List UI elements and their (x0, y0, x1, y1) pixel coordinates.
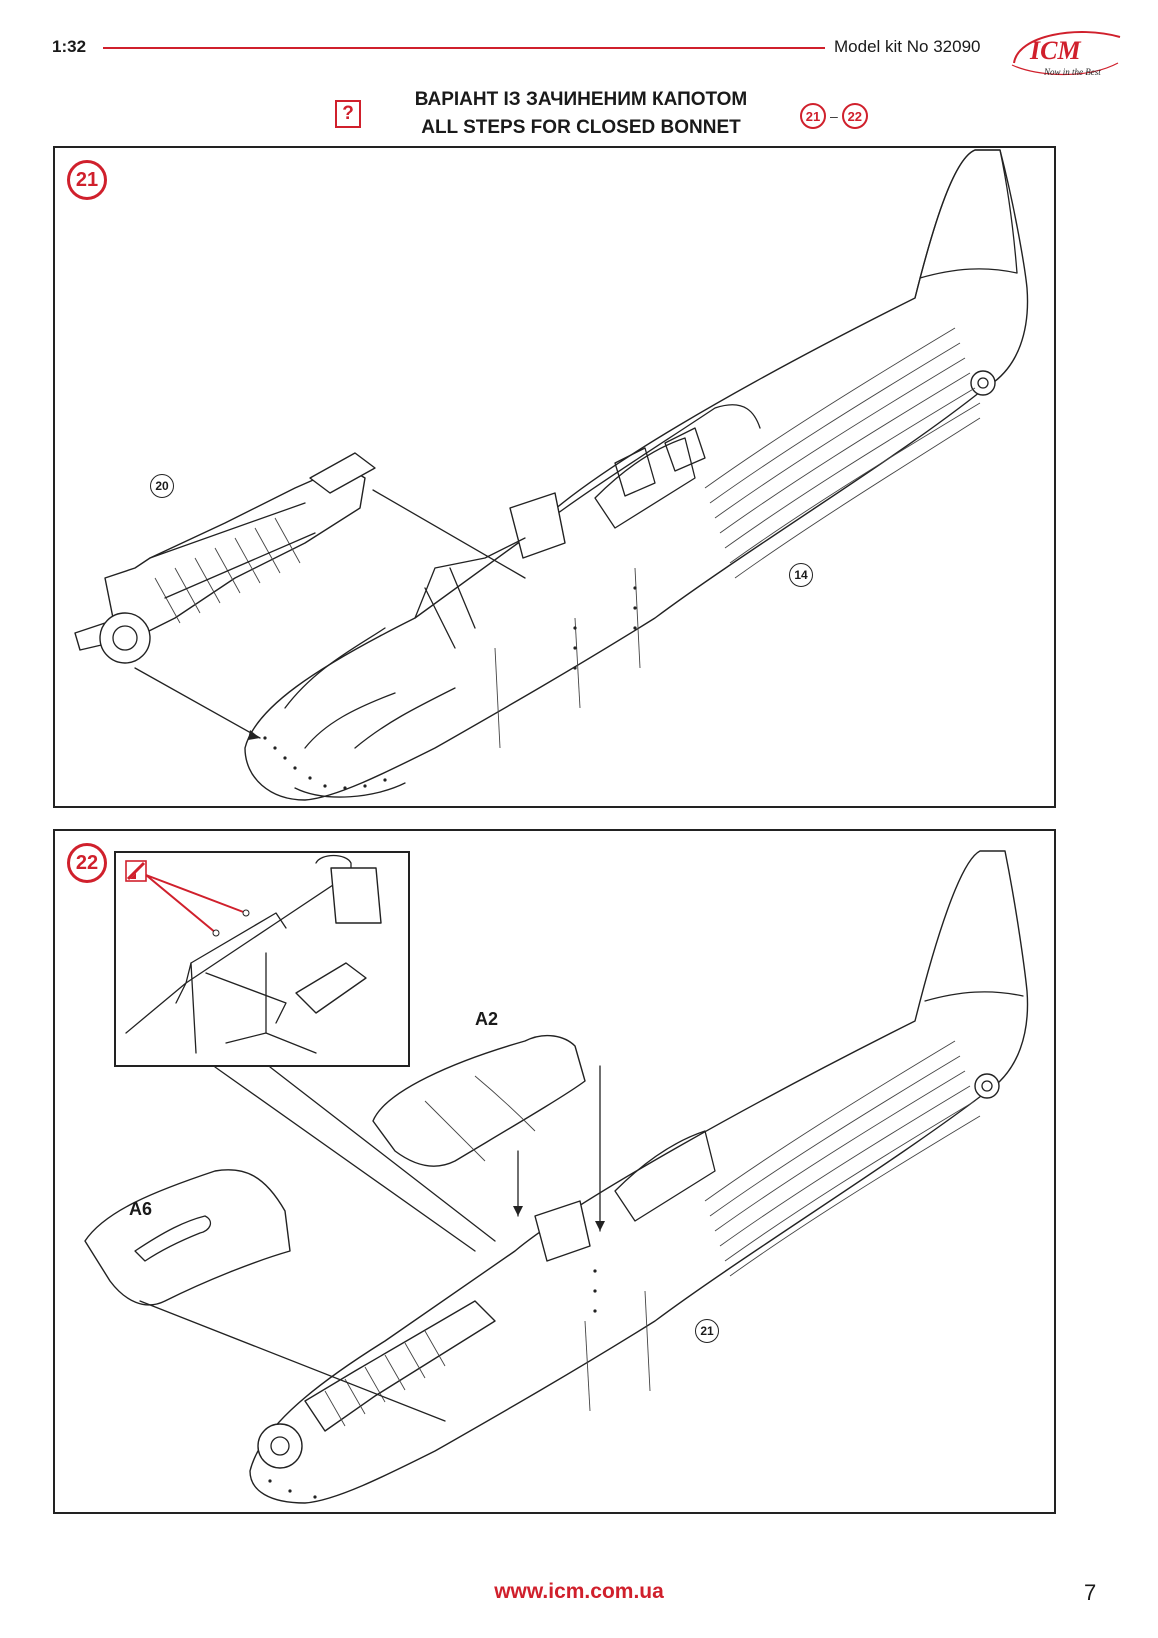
title-ukrainian: ВАРІАНТ ІЗ ЗАЧИНЕНИМ КАПОТОМ (414, 89, 748, 110)
fuselage-drawing (244, 149, 1029, 801)
detail-inset (114, 851, 410, 1067)
fuselage-drawing (249, 850, 1029, 1504)
callout-step-14: 14 (789, 563, 813, 587)
step-21-illustration (74, 149, 1029, 801)
svg-text:ICM: ICM (1029, 36, 1081, 65)
range-start-badge: 21 (800, 103, 826, 129)
callout-step-20: 20 (150, 474, 174, 498)
step-22-badge: 22 (67, 843, 107, 883)
title-english: ALL STEPS FOR CLOSED BONNET (421, 117, 741, 138)
range-end-badge: 22 (841, 103, 868, 129)
optional-step-icon: ? (335, 100, 361, 128)
scale-label: 1:32 (52, 37, 87, 56)
part-a6-drawing (84, 1169, 446, 1422)
callout-step-21: 21 (695, 1319, 719, 1343)
svg-text:Now in the Best: Now in the Best (1043, 67, 1101, 77)
page-number: 7 (1084, 1580, 1097, 1605)
kit-number: Model kit No 32090 (834, 37, 981, 56)
step-range: 21 – 22 (800, 102, 868, 130)
footer-website[interactable]: www.icm.com.ua (494, 1580, 664, 1603)
part-label-a2: A2 (475, 1009, 499, 1029)
header-rule (103, 47, 825, 49)
step-22-panel: 22 (53, 829, 1056, 1514)
range-separator: – (830, 108, 838, 124)
step-22-illustration (84, 850, 1029, 1504)
part-label-a6: A6 (129, 1199, 153, 1219)
detail-inset-drawing (125, 854, 382, 1054)
step-21-badge: 21 (67, 160, 107, 200)
engine-subassembly-drawing (74, 452, 376, 664)
page-title: ВАРІАНТ ІЗ ЗАЧИНЕНИМ КАПОТОМ ALL STEPS F… (376, 86, 786, 142)
icm-logo: ICM Now in the Best (1011, 31, 1121, 77)
part-a2-drawing (372, 1034, 605, 1232)
step-21-panel: 21 (53, 146, 1056, 808)
